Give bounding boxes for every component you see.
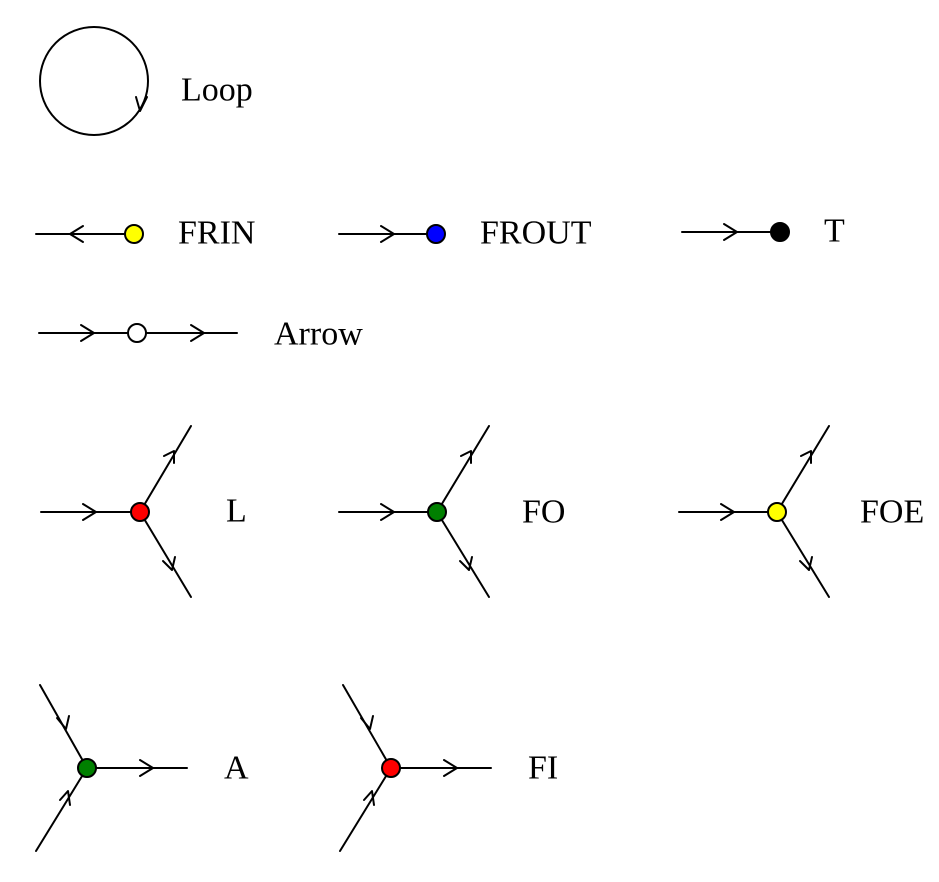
fi-arrowhead-out [443, 759, 458, 777]
foe-arrowhead-up [800, 450, 812, 464]
legend-entry-frout: FROUT [338, 215, 592, 252]
arrow-node [127, 323, 147, 343]
arrow-arrowhead-in [80, 324, 95, 342]
loop-circle [39, 26, 149, 136]
legend-entry-t: T [681, 213, 845, 250]
l-label: L [226, 493, 247, 530]
fi-arrowhead-top [360, 715, 374, 730]
l-arrowhead-in [82, 503, 97, 521]
legend-entry-foe: FOE [678, 425, 924, 598]
fo-arrowhead-down [459, 556, 473, 571]
fi-node [381, 758, 401, 778]
fi-label: FI [528, 750, 558, 787]
fi-edge-bottom [339, 767, 392, 852]
frout-arrowhead [380, 225, 395, 243]
frout-label: FROUT [480, 215, 592, 252]
foe-label: FOE [860, 494, 924, 531]
legend-entry-loop: Loop [39, 26, 253, 136]
l-node [130, 502, 150, 522]
fo-edge-up [436, 425, 490, 513]
fi-arrowhead-bottom [363, 790, 375, 806]
a-edge-bottom [35, 767, 88, 852]
foe-node [767, 502, 787, 522]
foe-arrowhead-down [799, 556, 813, 571]
foe-edge-up [776, 425, 830, 513]
foe-edge-down [776, 511, 830, 598]
fo-arrowhead-in [380, 503, 395, 521]
arrow-arrowhead-out [190, 324, 205, 342]
l-edge-up [139, 425, 192, 513]
l-arrowhead-up [163, 450, 175, 464]
t-label: T [824, 213, 845, 250]
l-edge-down [139, 511, 192, 598]
frout-node [426, 224, 446, 244]
fo-label: FO [522, 494, 565, 531]
frin-arrowhead [69, 225, 84, 243]
a-arrowhead-top [56, 715, 70, 730]
legend-entry-arrow: Arrow [38, 316, 363, 353]
loop-arrowhead [135, 96, 148, 112]
l-arrowhead-down [162, 556, 176, 571]
fo-arrowhead-up [460, 450, 472, 464]
fo-node [427, 502, 447, 522]
legend-entry-fi: FI [339, 684, 558, 852]
loop-label: Loop [181, 72, 253, 109]
a-label: A [224, 750, 249, 787]
a-node [77, 758, 97, 778]
legend-entry-a: A [35, 684, 249, 852]
arrow-label: Arrow [274, 316, 363, 353]
t-arrowhead [723, 223, 738, 241]
legend-entry-l: L [40, 425, 247, 598]
a-arrowhead-out [139, 759, 154, 777]
frin-label: FRIN [178, 215, 255, 252]
frin-node [124, 224, 144, 244]
foe-arrowhead-in [720, 503, 735, 521]
t-node [770, 222, 790, 242]
legend-entry-frin: FRIN [35, 215, 255, 252]
legend-entry-fo: FO [338, 425, 565, 598]
a-arrowhead-bottom [59, 790, 71, 806]
fo-edge-down [436, 511, 490, 598]
